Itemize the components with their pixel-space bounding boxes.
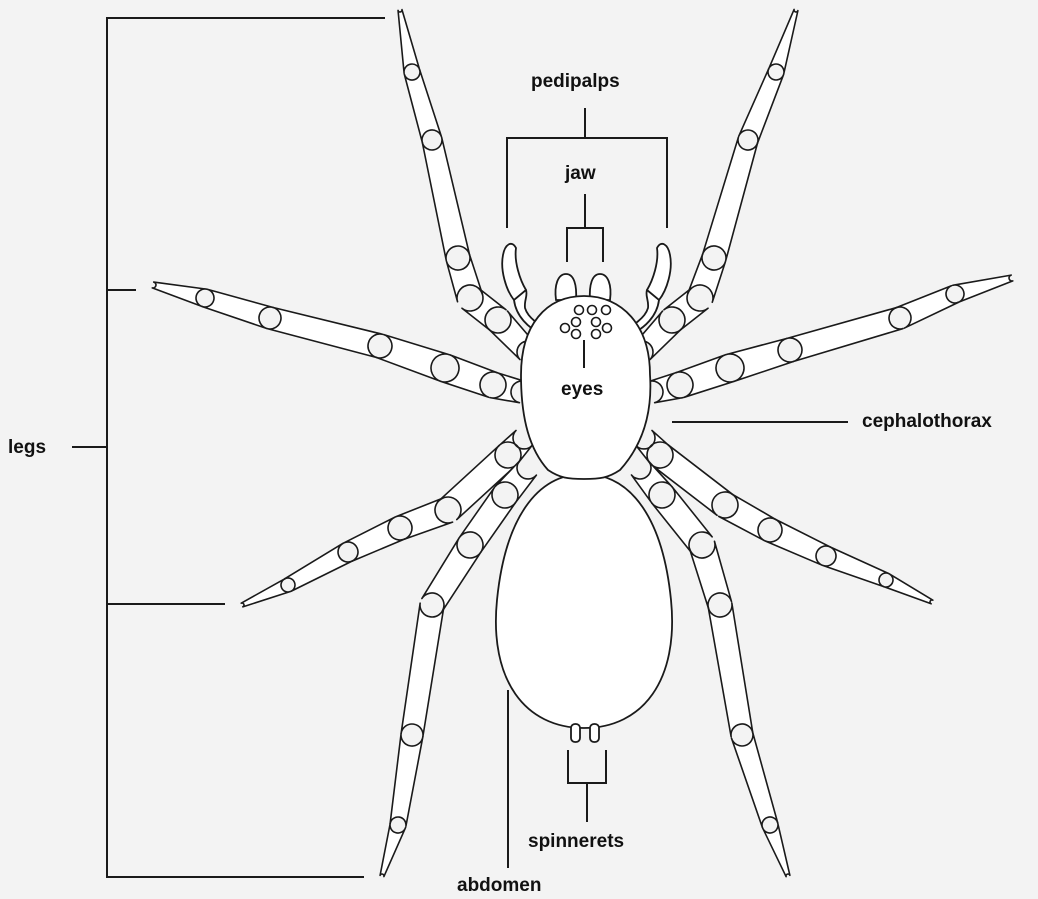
leg-left-3-segment: [344, 517, 405, 561]
leg-right-4-segment: [708, 603, 753, 737]
leg-right-1-segment: [702, 137, 757, 261]
eyes-label: eyes: [561, 380, 603, 399]
leg-right-4-segment: [762, 822, 789, 876]
leg-right-3-segment: [883, 574, 933, 604]
leg-left-3-segment: [241, 579, 291, 607]
eye-7: [603, 324, 612, 333]
leader-lines: [72, 18, 848, 877]
leg-left-2-segment: [152, 282, 207, 307]
leg-left-1-segment: [462, 288, 506, 330]
abdomen-shape: [496, 474, 672, 728]
eye-8: [572, 330, 581, 339]
leg-left-1-segment: [404, 70, 441, 143]
cephalothorax-label: cephalothorax: [862, 412, 992, 431]
leg-right-1-segment: [739, 69, 784, 144]
leg-left-4-segment: [401, 603, 444, 736]
leg-right-2-segment: [787, 307, 903, 361]
eye-2: [572, 318, 581, 327]
legs-bracket: [107, 18, 385, 877]
leg-left-3-segment: [499, 430, 532, 463]
pedipalps-label: pedipalps: [531, 72, 620, 91]
eye-3: [575, 306, 584, 315]
jaw-bracket: [567, 228, 603, 262]
eye-9: [592, 330, 601, 339]
leg-left-4-segment: [422, 538, 481, 611]
leg-left-2-segment: [376, 335, 449, 382]
leg-right-4-segment: [690, 541, 732, 608]
leg-right-4-segment: [731, 732, 777, 828]
leg-right-3-segment: [765, 519, 830, 565]
leg-left-2-segment: [440, 355, 497, 397]
leg-right-2: [649, 275, 1012, 403]
spinneret-left: [571, 724, 580, 742]
leg-right-1-segment: [664, 288, 708, 330]
eye-1: [561, 324, 570, 333]
leg-right-1-segment: [768, 9, 798, 74]
leg-right-1-segment: [688, 254, 726, 302]
legs-label: legs: [8, 438, 46, 457]
jaw-label: jaw: [565, 164, 596, 183]
leg-left-4-segment: [390, 733, 423, 826]
leg-right-2-segment: [896, 286, 959, 328]
leg-right-2-segment: [676, 355, 735, 398]
spinneret-right: [590, 724, 599, 742]
leg-right-3-segment: [719, 494, 776, 541]
leg-left-2-segment: [490, 372, 525, 402]
leg-right-2-segment: [953, 275, 1013, 303]
eye-5: [602, 306, 611, 315]
eye-6: [592, 318, 601, 327]
leg-left-3-segment: [396, 498, 453, 539]
spinnerets-bracket: [568, 750, 606, 783]
leg-right-3-segment: [822, 547, 888, 587]
eye-4: [588, 306, 597, 315]
leg-right-2-segment: [649, 372, 683, 402]
leg-right-1: [634, 9, 798, 359]
leg-left-1-segment: [422, 138, 469, 261]
leg-left-2: [152, 282, 524, 403]
leg-left-4-segment: [380, 823, 406, 877]
leg-left-1-segment: [398, 10, 420, 74]
leg-left-3-segment: [285, 543, 353, 591]
pedipalp-left-tip: [502, 244, 526, 300]
leg-left-2-segment: [267, 307, 383, 357]
leg-right-2-segment: [726, 339, 793, 382]
leg-left-1-segment: [447, 255, 483, 302]
pedipalp-right-tip: [647, 244, 671, 300]
leg-left-2-segment: [202, 289, 273, 328]
abdomen-label: abdomen: [457, 876, 541, 895]
spinnerets-label: spinnerets: [528, 832, 624, 851]
